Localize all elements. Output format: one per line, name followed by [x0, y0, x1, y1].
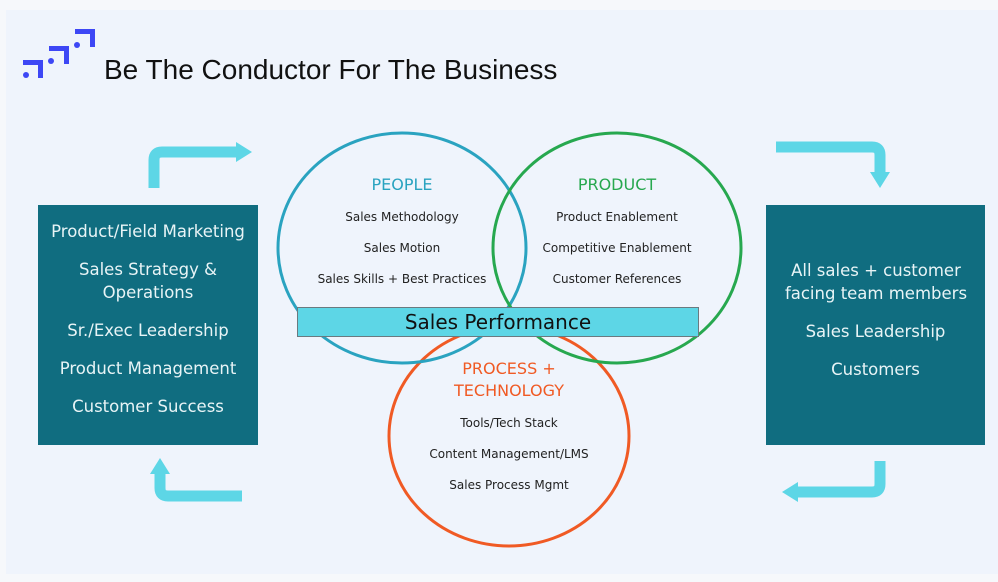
arrow-right-box-return [798, 461, 886, 498]
arrow-left-box-to-circles [148, 146, 236, 188]
circle-product [491, 131, 743, 365]
left-box-item: Sr./Exec Leadership [67, 321, 229, 340]
left-box-stakeholders: Product/Field Marketing Sales Strategy &… [38, 205, 258, 445]
left-box-item: Sales Strategy & Operations [79, 260, 217, 302]
product-item: Customer References [552, 272, 682, 286]
product-content: PRODUCT Product Enablement Competitive E… [542, 174, 691, 286]
process-heading-line1: PROCESS + [462, 359, 556, 378]
arrow-return-to-left-box [154, 474, 242, 502]
people-heading: PEOPLE [371, 175, 433, 194]
people-item: Sales Skills + Best Practices [317, 272, 487, 286]
product-item: Competitive Enablement [542, 241, 692, 255]
process-item: Content Management/LMS [429, 447, 589, 461]
people-content: PEOPLE Sales Methodology Sales Motion Sa… [318, 174, 487, 286]
process-content: PROCESS + TECHNOLOGY Tools/Tech Stack Co… [429, 358, 588, 492]
arrow-left-box-to-circles-head [236, 142, 252, 162]
sales-performance-bar: Sales Performance [297, 307, 699, 337]
product-item: Product Enablement [556, 210, 678, 224]
left-box-item: Product Management [59, 359, 237, 378]
right-box-audience: All sales + customer facing team members… [766, 205, 985, 445]
process-heading-line2: TECHNOLOGY [454, 381, 564, 400]
right-box-item: Customers [831, 360, 920, 379]
product-heading: PRODUCT [577, 175, 657, 194]
right-box-item: All sales + customer facing team members [784, 261, 968, 303]
people-item: Sales Motion [363, 241, 441, 255]
process-item: Sales Process Mgmt [449, 478, 569, 492]
arrow-circles-to-right-box-head [870, 172, 890, 188]
circle-people [276, 131, 528, 365]
left-box-item: Customer Success [72, 397, 224, 416]
right-box-item: Sales Leadership [805, 322, 946, 341]
people-item: Sales Methodology [345, 210, 459, 224]
arrow-return-to-left-box-head [150, 458, 170, 474]
process-item: Tools/Tech Stack [460, 416, 558, 430]
arrow-circles-to-right-box [776, 141, 886, 172]
page-title: Be The Conductor For The Business [104, 54, 558, 85]
left-box-item: Product/Field Marketing [51, 222, 245, 241]
arrow-right-box-return-head [782, 482, 798, 502]
stair-step-brackets-logo-icon [23, 29, 95, 78]
